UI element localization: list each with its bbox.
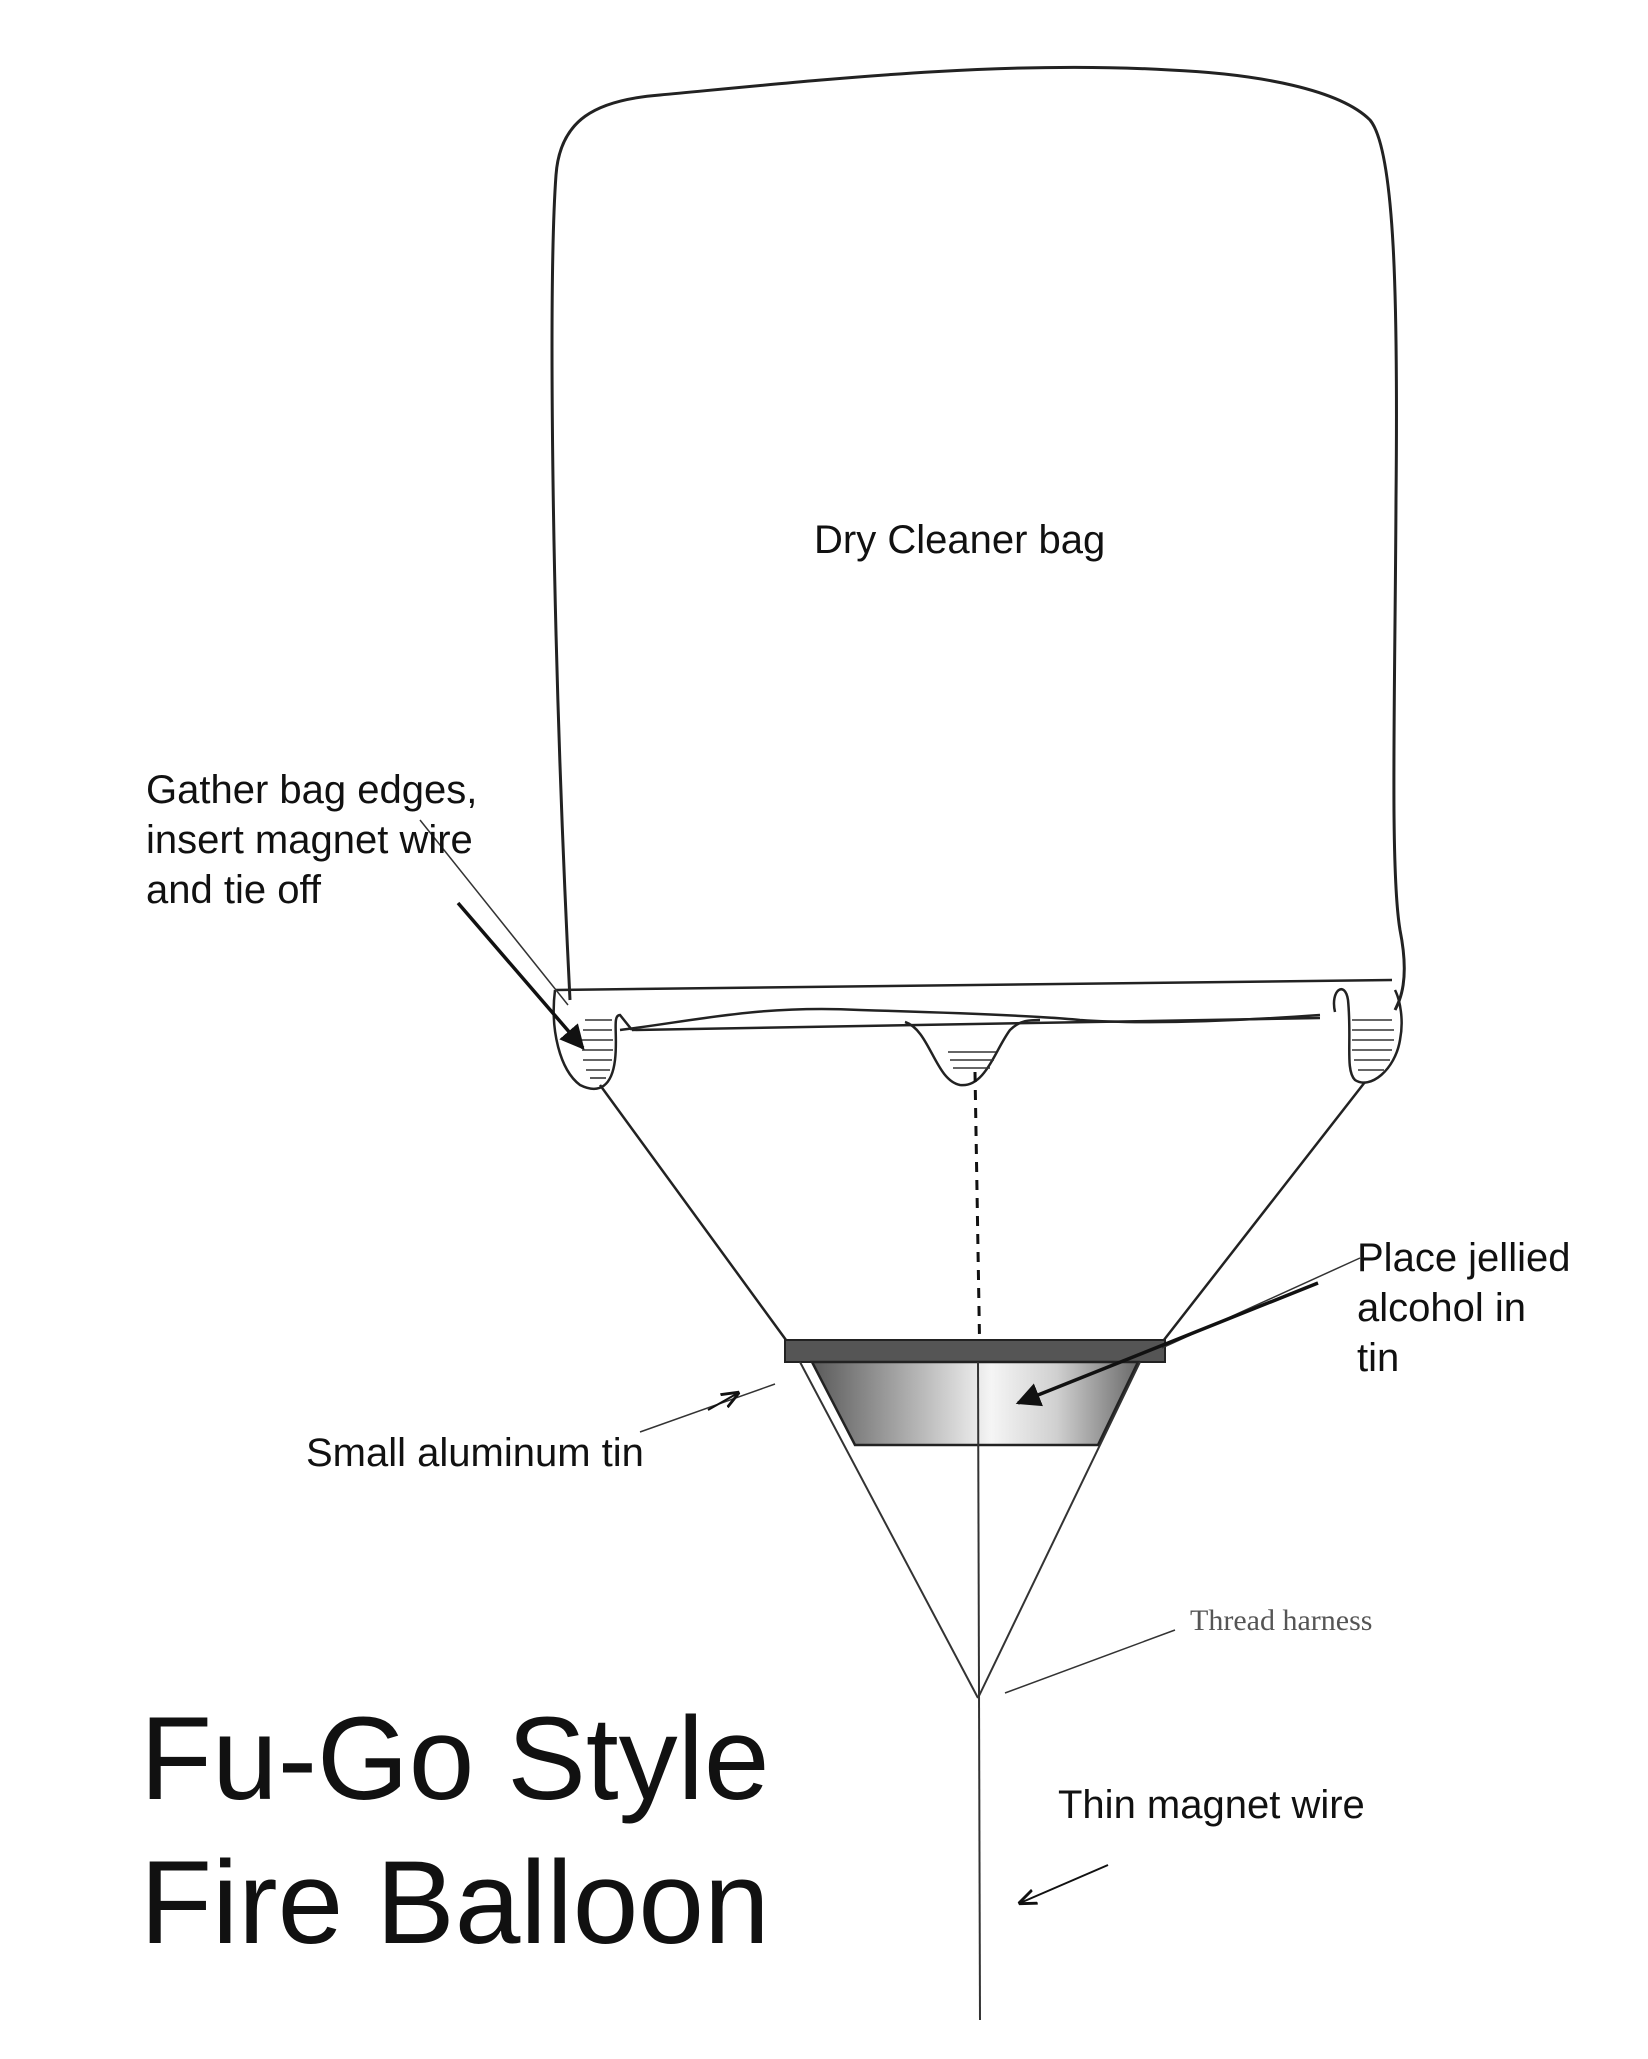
cone-wire-right	[1159, 1081, 1366, 1346]
cone-wire-left	[598, 1084, 788, 1341]
label-dry-cleaner-bag: Dry Cleaner bag	[814, 518, 1106, 562]
title-line-2: Fire Balloon	[140, 1836, 770, 1969]
gather-hatch-right	[1352, 1019, 1394, 1071]
label-gather-line-3: and tie off	[146, 868, 321, 912]
gather-arrow	[456, 901, 585, 1050]
tin-body	[809, 1360, 1140, 1447]
label-jellied-line-2: alcohol in	[1357, 1286, 1527, 1330]
gather-leader-thin	[419, 819, 569, 1006]
gather-hatch-left	[582, 1019, 613, 1079]
gather-hatch-center	[948, 1051, 996, 1069]
label-jellied-line-3: tin	[1357, 1336, 1400, 1380]
jellied-arrow	[1015, 1281, 1319, 1407]
center-dashed-line	[973, 1071, 982, 1369]
bag-bottom-rim-2	[631, 1016, 1321, 1032]
label-jellied-line-1: Place jellied	[1357, 1236, 1571, 1280]
bag-outline	[550, 65, 1406, 1011]
title-line-1: Fu-Go Style	[140, 1693, 770, 1825]
diagram-title: Fu-Go Style Fire Balloon	[140, 1688, 770, 1976]
label-thread-harness: Thread harness	[1190, 1604, 1373, 1637]
label-gather-bag-edges: Gather bag edges, insert magnet wire and…	[146, 765, 477, 915]
label-gather-line-1: Gather bag edges,	[146, 768, 478, 812]
label-small-aluminum-tin: Small aluminum tin	[306, 1431, 644, 1475]
tin-arrow	[707, 1393, 738, 1411]
harness-leader	[1004, 1629, 1176, 1694]
wire-arrow	[1020, 1864, 1109, 1903]
label-place-jellied-alcohol: Place jellied alcohol in tin	[1357, 1233, 1570, 1383]
label-gather-line-2: insert magnet wire	[146, 818, 473, 862]
gather-pocket-left	[552, 989, 633, 1091]
gather-pocket-right	[1332, 987, 1403, 1084]
harness-right	[977, 1361, 1141, 1699]
label-thin-magnet-wire: Thin magnet wire	[1058, 1783, 1365, 1827]
gather-pocket-center	[904, 1018, 1041, 1087]
harness-left	[799, 1361, 979, 1699]
bag-gathered-edge	[554, 978, 1393, 992]
center-wire	[977, 1361, 981, 2021]
tin-rim	[784, 1339, 1166, 1363]
tin-leader	[639, 1383, 776, 1433]
